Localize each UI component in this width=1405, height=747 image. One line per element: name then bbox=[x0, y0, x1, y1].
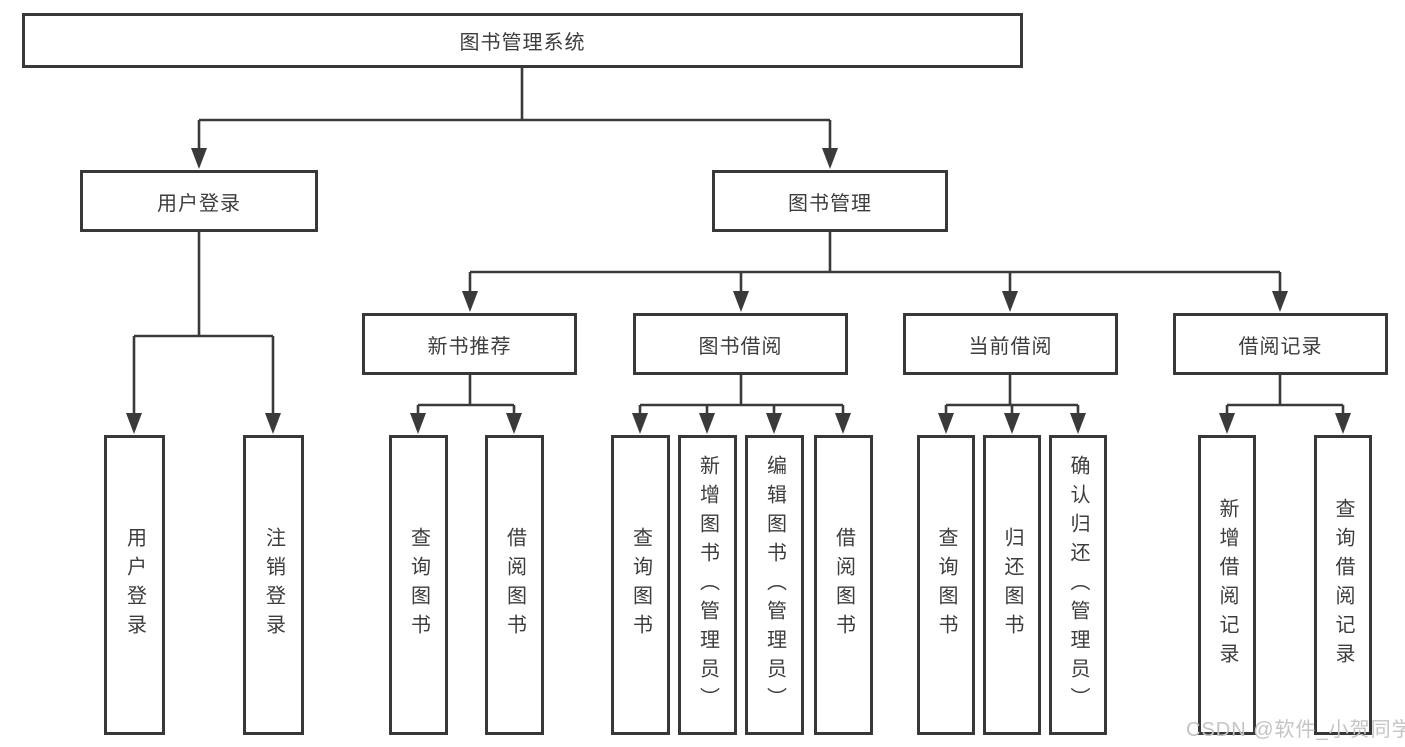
arrowhead-icon bbox=[1335, 413, 1351, 434]
arrowhead-icon bbox=[1004, 413, 1020, 434]
leaf-user-login: 用户登录 bbox=[104, 435, 165, 735]
watermark: CSDN @软件_小贺同学 bbox=[1186, 719, 1405, 741]
arrowhead-icon bbox=[822, 148, 838, 169]
node-current-borrow: 当前借阅 bbox=[903, 313, 1118, 375]
leaf-add-book-admin: 新增图书（管理员） bbox=[678, 435, 737, 735]
arrowhead-icon bbox=[126, 413, 142, 434]
connector-borrow-records-to-leaves bbox=[1219, 375, 1351, 434]
arrowhead-icon bbox=[462, 291, 478, 312]
node-book-borrow: 图书借阅 bbox=[633, 313, 848, 375]
arrowhead-icon bbox=[733, 291, 749, 312]
arrowhead-icon bbox=[1219, 413, 1235, 434]
node-new-book-recommend: 新书推荐 bbox=[362, 313, 577, 375]
leaf-query-books-2: 查询图书 bbox=[611, 435, 670, 735]
leaf-edit-book-admin: 编辑图书（管理员） bbox=[745, 435, 804, 735]
connector-current-borrow-to-leaves bbox=[938, 375, 1086, 434]
connector-book-borrow-to-leaves bbox=[632, 375, 851, 434]
leaf-confirm-return-admin: 确认归还（管理员） bbox=[1049, 435, 1107, 735]
node-root: 图书管理系统 bbox=[22, 13, 1023, 68]
leaf-borrow-books-1: 借阅图书 bbox=[485, 435, 544, 735]
connector-user-login-to-leaves bbox=[126, 232, 281, 434]
leaf-query-books-1: 查询图书 bbox=[389, 435, 448, 735]
arrowhead-icon bbox=[265, 413, 281, 434]
arrowhead-icon bbox=[938, 413, 954, 434]
arrowhead-icon bbox=[835, 413, 851, 434]
connector-root-to-level2 bbox=[191, 68, 838, 169]
node-user-login: 用户登录 bbox=[80, 170, 318, 232]
connector-new-books-to-leaves bbox=[410, 375, 522, 434]
arrowhead-icon bbox=[506, 413, 522, 434]
node-borrow-records: 借阅记录 bbox=[1173, 313, 1388, 375]
arrowhead-icon bbox=[410, 413, 426, 434]
node-book-management: 图书管理 bbox=[712, 170, 948, 232]
arrowhead-icon bbox=[1002, 291, 1018, 312]
leaf-add-borrow-record: 新增借阅记录 bbox=[1198, 435, 1256, 735]
arrowhead-icon bbox=[1070, 413, 1086, 434]
leaf-return-books: 归还图书 bbox=[983, 435, 1041, 735]
leaf-query-borrow-record: 查询借阅记录 bbox=[1314, 435, 1372, 735]
arrowhead-icon bbox=[191, 148, 207, 169]
leaf-query-books-3: 查询图书 bbox=[917, 435, 975, 735]
leaf-logout: 注销登录 bbox=[243, 435, 304, 735]
arrowhead-icon bbox=[699, 413, 715, 434]
arrowhead-icon bbox=[632, 413, 648, 434]
arrowhead-icon bbox=[766, 413, 782, 434]
arrowhead-icon bbox=[1272, 291, 1288, 312]
leaf-borrow-books-2: 借阅图书 bbox=[814, 435, 873, 735]
connector-book-management-to-level3 bbox=[462, 232, 1288, 312]
